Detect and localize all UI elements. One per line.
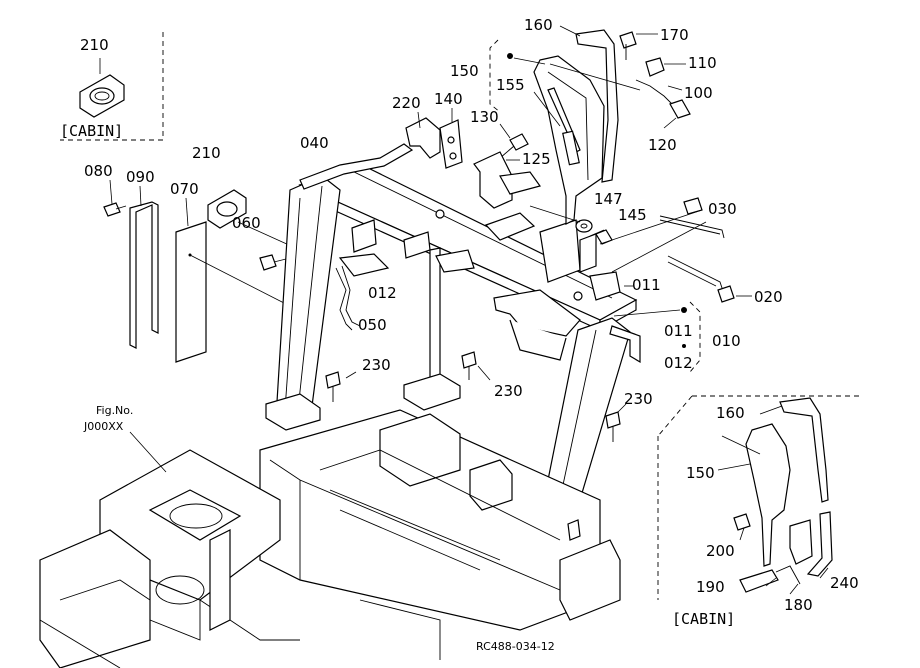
label-230-c: 230	[624, 390, 653, 408]
bolt-030-icon	[683, 197, 703, 215]
ref-dot	[507, 53, 513, 59]
label-050: 050	[358, 316, 387, 334]
label-070: 070	[170, 180, 199, 198]
group-150-bracket	[489, 39, 501, 113]
label-120: 120	[648, 136, 677, 154]
rod-020-icon	[667, 255, 735, 303]
bolt-230-c-icon	[605, 411, 621, 442]
lever-rod-160-bot-icon	[779, 397, 829, 503]
group-010-bracket	[689, 301, 701, 373]
label-cabin-bot: [CABIN]	[672, 610, 735, 628]
label-200: 200	[706, 542, 735, 560]
lever-155-icon	[547, 87, 581, 166]
label-210-mid: 210	[192, 144, 221, 162]
label-fig-no: Fig.No.	[96, 404, 133, 417]
plate-070-icon	[175, 221, 207, 363]
switch-110-icon	[645, 57, 665, 77]
callout-labels: 210 [CABIN] 080 090 070 210 060 040 220 …	[60, 16, 859, 653]
inset-cabin-bottom	[657, 395, 860, 600]
label-012-b: 012	[664, 354, 693, 372]
label-020: 020	[754, 288, 783, 306]
bolt-080-icon	[103, 202, 127, 217]
inset-cabin-top	[60, 32, 164, 141]
lower-chassis	[39, 409, 621, 668]
label-100: 100	[684, 84, 713, 102]
label-fig-code: J000XX	[83, 420, 124, 433]
bolt-060-icon	[259, 254, 291, 271]
label-230-a: 230	[362, 356, 391, 374]
label-011-a: 011	[632, 276, 661, 294]
bolt-230-b-icon	[461, 351, 477, 380]
top-right-parts	[489, 25, 691, 225]
washer-147-icon	[575, 219, 593, 233]
label-drawing-code: RC488-034-12	[476, 640, 555, 653]
label-140: 140	[434, 90, 463, 108]
label-160-bot: 160	[716, 404, 745, 422]
label-150-bot: 150	[686, 464, 715, 482]
top-parts	[405, 108, 541, 209]
label-180: 180	[784, 596, 813, 614]
grommet-210-icon	[79, 74, 125, 118]
bolt-200-icon	[733, 513, 751, 531]
label-230-b: 230	[494, 382, 523, 400]
bolts-230	[325, 351, 627, 442]
lever-240-icon	[806, 511, 833, 577]
cushion-220-icon	[405, 117, 441, 159]
label-010: 010	[712, 332, 741, 350]
bracket-011-icon	[589, 271, 621, 301]
rod-030-icon	[659, 215, 725, 239]
inset-border	[60, 32, 164, 141]
bolt-170-icon	[619, 31, 637, 60]
label-150-top: 150	[450, 62, 479, 80]
label-012-a: 012	[368, 284, 397, 302]
label-155: 155	[496, 76, 525, 94]
grip-120-icon	[669, 99, 691, 119]
label-030: 030	[708, 200, 737, 218]
label-011-b: 011	[664, 322, 693, 340]
label-160-top: 160	[524, 16, 553, 34]
label-cabin-top: [CABIN]	[60, 122, 123, 140]
ref-dot-011	[681, 307, 687, 313]
link-180-icon	[775, 565, 801, 585]
strap-090-icon	[129, 201, 159, 349]
label-090: 090	[126, 168, 155, 186]
ref-dot-012	[682, 344, 686, 348]
label-080: 080	[84, 162, 113, 180]
label-145: 145	[618, 206, 647, 224]
bracket-140-icon	[439, 119, 463, 169]
left-parts	[103, 179, 301, 363]
label-110: 110	[688, 54, 717, 72]
inset-border-diag	[657, 395, 693, 437]
cable-100-icon	[635, 79, 677, 109]
grip-190-icon	[739, 569, 779, 593]
label-125: 125	[522, 150, 551, 168]
label-130: 130	[470, 108, 499, 126]
label-190: 190	[696, 578, 725, 596]
bolt-230-a-icon	[325, 371, 341, 402]
lever-plate-150-bot-icon	[745, 423, 813, 567]
grommet-210-mid-icon	[207, 189, 247, 229]
label-210-top: 210	[80, 36, 109, 54]
mid-right-parts	[529, 197, 752, 373]
label-240: 240	[830, 574, 859, 592]
label-147: 147	[594, 190, 623, 208]
label-060: 060	[232, 214, 261, 232]
label-170: 170	[660, 26, 689, 44]
lever-rod-160-icon	[575, 29, 619, 183]
bracket-125-icon	[473, 151, 541, 209]
label-220: 220	[392, 94, 421, 112]
label-040: 040	[300, 134, 329, 152]
